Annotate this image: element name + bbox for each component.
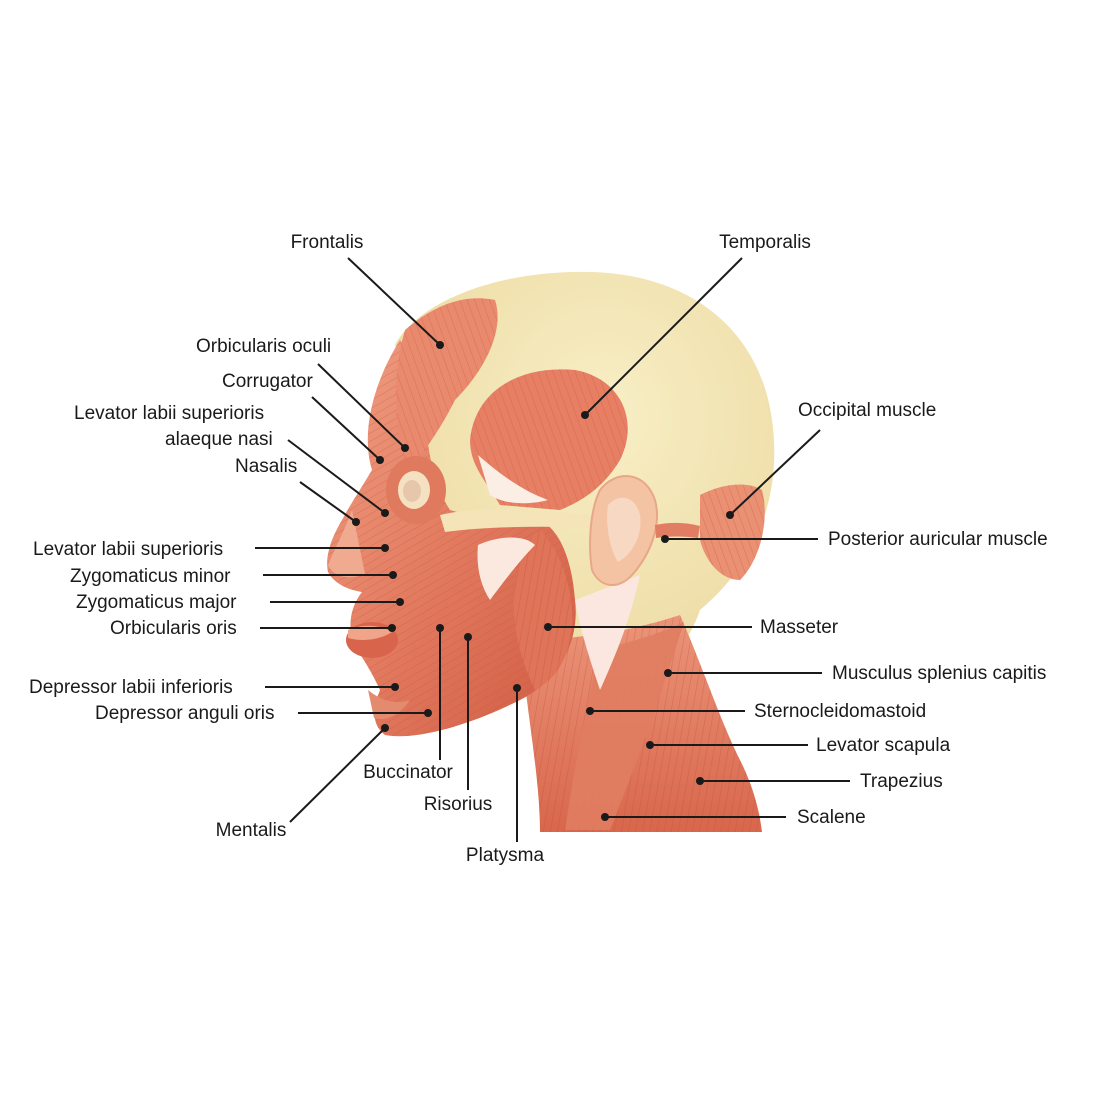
label-splenius: Musculus splenius capitis	[832, 663, 1046, 684]
label-levator-alaeque-1: Levator labii superioris	[74, 403, 264, 424]
dot-temporalis	[581, 411, 589, 419]
dot-levator-scapula	[646, 741, 654, 749]
dot-sternocleidomastoid	[586, 707, 594, 715]
dot-orbicularis-oculi	[401, 444, 409, 452]
dot-nasalis	[352, 518, 360, 526]
leader-nasalis	[299, 481, 357, 523]
dot-platysma	[513, 684, 521, 692]
dot-corrugator	[376, 456, 384, 464]
posterior-auricular-muscle	[655, 522, 700, 538]
dot-posterior-auricular	[661, 535, 669, 543]
dot-levator-labii	[381, 544, 389, 552]
label-zygomaticus-major: Zygomaticus major	[76, 592, 237, 613]
leader-orbicularis-oculi	[317, 363, 406, 449]
label-corrugator: Corrugator	[222, 371, 313, 392]
nose	[328, 510, 365, 578]
eyeball	[403, 480, 421, 502]
label-frontalis: Frontalis	[291, 232, 364, 253]
cheek-highlight	[477, 537, 535, 600]
label-orbicularis-oris: Orbicularis oris	[110, 618, 237, 639]
dot-trapezius	[696, 777, 704, 785]
dot-depressor-anguli	[424, 709, 432, 717]
dot-buccinator	[436, 624, 444, 632]
dot-frontalis	[436, 341, 444, 349]
leader-frontalis	[347, 257, 441, 346]
leader-corrugator	[311, 396, 381, 461]
leader-lines	[255, 257, 850, 842]
lips	[348, 625, 392, 640]
neck-highlight	[575, 575, 640, 690]
leader-dots	[352, 341, 734, 821]
dot-masseter	[544, 623, 552, 631]
head-illustration	[327, 271, 775, 832]
dot-occipital	[726, 511, 734, 519]
label-levator-labii: Levator labii superioris	[33, 539, 223, 560]
leader-occipital	[729, 429, 821, 516]
label-scalene: Scalene	[797, 807, 866, 828]
leader-mentalis	[289, 727, 386, 823]
label-depressor-anguli: Depressor anguli oris	[95, 703, 275, 724]
label-risorius: Risorius	[424, 794, 493, 815]
label-zygomaticus-minor: Zygomaticus minor	[70, 566, 231, 587]
label-sternocleidomastoid: Sternocleidomastoid	[754, 701, 926, 722]
occipital-fibers	[700, 484, 765, 580]
leader-temporalis	[584, 257, 743, 416]
label-levator-alaeque-2: alaeque nasi	[165, 429, 273, 450]
label-posterior-auricular: Posterior auricular muscle	[828, 529, 1048, 550]
label-occipital: Occipital muscle	[798, 400, 936, 421]
dot-zygomaticus-minor	[389, 571, 397, 579]
label-temporalis: Temporalis	[719, 232, 811, 253]
label-levator-scapula: Levator scapula	[816, 735, 951, 756]
dot-levator-alaeque	[381, 509, 389, 517]
label-nasalis: Nasalis	[235, 456, 297, 477]
label-depressor-labii: Depressor labii inferioris	[29, 677, 233, 698]
dot-depressor-labii	[391, 683, 399, 691]
label-platysma: Platysma	[466, 845, 545, 866]
temporalis-tendon	[478, 455, 548, 504]
dot-mentalis	[381, 724, 389, 732]
masseter-fibers	[513, 530, 573, 690]
label-buccinator: Buccinator	[363, 762, 453, 783]
dot-risorius	[464, 633, 472, 641]
labels: Frontalis Temporalis Orbicularis oculi C…	[29, 232, 1048, 866]
leader-levator-alaeque	[287, 439, 386, 514]
temporalis-fibers	[470, 369, 628, 510]
label-orbicularis-oculi: Orbicularis oculi	[196, 336, 331, 357]
zygomatic-arch	[440, 509, 598, 532]
dot-splenius	[664, 669, 672, 677]
label-masseter: Masseter	[760, 617, 839, 638]
dot-orbicularis-oris	[388, 624, 396, 632]
dot-zygomaticus-major	[396, 598, 404, 606]
dot-scalene	[601, 813, 609, 821]
ear-inner	[607, 497, 641, 562]
label-trapezius: Trapezius	[860, 771, 943, 792]
label-mentalis: Mentalis	[216, 820, 287, 841]
frontalis-fibers	[395, 298, 498, 470]
chin	[368, 690, 410, 720]
